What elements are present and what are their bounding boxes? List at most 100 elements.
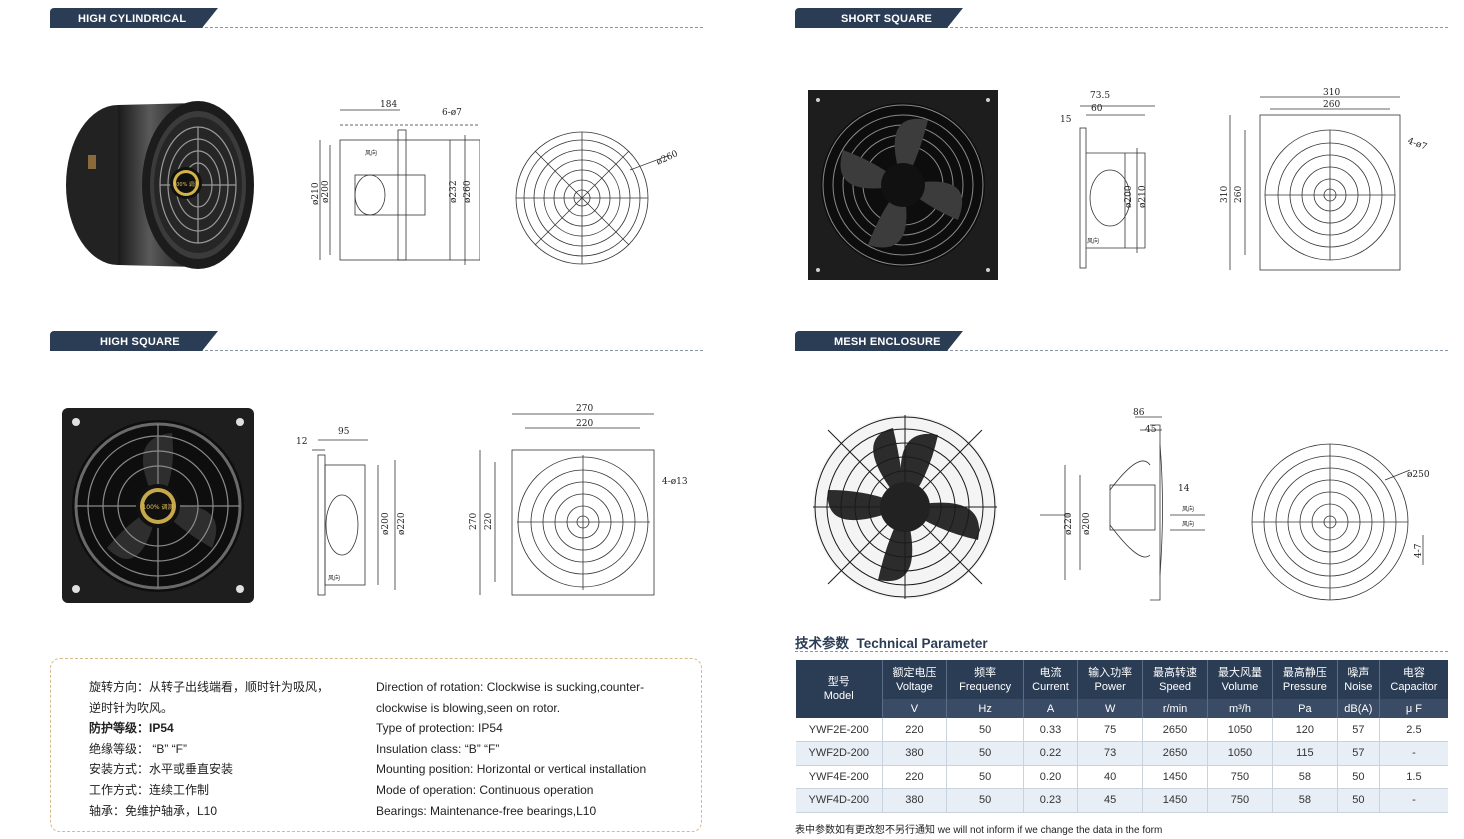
dim-label: 15 <box>1060 115 1072 125</box>
table-cell: YWF2E-200 <box>796 718 883 742</box>
table-cell: 50 <box>946 788 1024 813</box>
section-title: SHORT SQUARE <box>795 8 963 28</box>
header-cn: 型号 <box>827 676 850 688</box>
table-cell: 380 <box>882 788 948 813</box>
table-cell: 0.33 <box>1023 718 1079 742</box>
header-en: Pressure <box>1282 680 1327 693</box>
note-line: 安装方式：水平或垂直安装 <box>89 762 234 777</box>
section-title: HIGH CYLINDRICAL <box>50 8 218 28</box>
airflow-label: 风向 <box>1087 237 1099 245</box>
section-header-short-square: SHORT SQUARE <box>795 8 1448 28</box>
table-cell: - <box>1379 741 1448 766</box>
table-cell: 750 <box>1207 765 1273 789</box>
dim-label: ø260 <box>655 149 680 168</box>
specification-notes-box: 旋转方向：从转子出线端看，顺时针为吸风， 逆时针为吹风。 防护等级：IP54 绝… <box>50 658 702 832</box>
mesh-enclosure-front-view-drawing: ø250 4-7 <box>1251 443 1430 601</box>
table-cell: 1050 <box>1207 741 1273 766</box>
note-line: Mounting position: Horizontal or vertica… <box>376 762 647 777</box>
specification-notes-cn: 旋转方向：从转子出线端看，顺时针为吸风， 逆时针为吹风。 防护等级：IP54 绝… <box>89 677 329 821</box>
high-cylindrical-fan-photo: 100% 调测 <box>66 101 254 269</box>
dim-label: ø210 <box>311 182 321 205</box>
dim-label: 60 <box>1091 104 1103 114</box>
dim-label: 220 <box>484 513 494 530</box>
header-cn: 电流 <box>1039 666 1062 679</box>
note-line: 逆时针为吹风。 <box>89 700 174 715</box>
note-line: Type of protection: IP54 <box>376 721 503 736</box>
note-line: Direction of rotation: Clockwise is suck… <box>376 680 645 694</box>
header-en: Current <box>1032 680 1069 693</box>
table-cell: 1450 <box>1142 765 1208 789</box>
table-row: YWF4E-200 220 50 0.20 40 1450 750 58 50 … <box>796 765 1448 789</box>
header-en: Speed <box>1159 680 1191 693</box>
dim-label: ø210 <box>1138 185 1148 208</box>
section-header-mesh-enclosure: MESH ENCLOSURE <box>795 331 1448 351</box>
dim-label: 4-7 <box>1414 543 1424 558</box>
dim-label: ø220 <box>397 512 407 535</box>
note-line: Insulation class: “B” “F” <box>376 741 500 756</box>
high-square-side-view-drawing: 95 12 ø200 ø220 风向 <box>296 427 407 596</box>
tech-parameter-title: 技术参数 Technical Parameter <box>795 632 988 652</box>
divider <box>795 27 1448 28</box>
table-units-row: V Hz A W r/min m³/h Pa dB(A) μ F <box>796 699 1448 718</box>
table-cell: 2650 <box>1142 741 1208 766</box>
table-row: YWF2E-200 220 50 0.33 75 2650 1050 120 5… <box>796 718 1448 742</box>
dim-label: ø200 <box>1124 185 1134 208</box>
header-en: Capacitor <box>1390 680 1438 693</box>
table-cell: 0.22 <box>1023 741 1079 766</box>
dim-label: 184 <box>380 100 397 110</box>
table-cell: YWF4D-200 <box>796 788 883 813</box>
dim-label: ø250 <box>1407 470 1430 480</box>
table-cell: 50 <box>946 741 1024 766</box>
note-line: 工作方式：连续工作制 <box>89 782 210 797</box>
table-cell: - <box>1379 788 1448 813</box>
header-cn: 额定电压 <box>892 666 937 679</box>
specification-notes-en: Direction of rotation: Clockwise is suck… <box>376 677 646 821</box>
header-cn: 输入功率 <box>1088 666 1133 679</box>
table-cell: 50 <box>1337 788 1380 813</box>
header-en: Frequency <box>959 680 1012 693</box>
unit-cell: μ F <box>1379 699 1448 718</box>
table-cell: 1050 <box>1207 718 1273 742</box>
unit-cell: Pa <box>1272 699 1338 718</box>
dim-label: 270 <box>469 513 479 530</box>
note-line: 防护等级：IP54 <box>89 721 174 736</box>
dim-label: 45 <box>1145 425 1157 435</box>
note-line: 轴承：免维护轴承，L10 <box>89 803 218 818</box>
mesh-enclosure-side-view-drawing: 86 45 14 ø220 ø200 风向 风向 <box>1040 408 1205 601</box>
table-cell: 380 <box>882 741 948 766</box>
dim-label: 14 <box>1178 484 1190 494</box>
table-cell: 115 <box>1272 741 1338 766</box>
dim-label: 220 <box>576 419 593 429</box>
airflow-label: 风向 <box>1182 520 1194 528</box>
unit-cell: r/min <box>1142 699 1208 718</box>
header-en: Volume <box>1221 680 1259 693</box>
table-footnote: 表中参数如有更改恕不另行通知 we will not inform if we … <box>795 825 1163 836</box>
high-cylindrical-side-view-drawing: 184 6-ø7 ø210 ø200 ø232 ø260 风向 <box>311 100 480 265</box>
dim-label: 95 <box>338 427 350 437</box>
dim-label: 86 <box>1133 408 1145 418</box>
note-line: Mode of operation: Continuous operation <box>376 782 594 797</box>
table-cell: 50 <box>946 765 1024 789</box>
table-cell: 220 <box>882 718 948 742</box>
high-square-front-view-drawing: 270 220 270 220 4-ø13 <box>469 404 688 596</box>
header-en: Voltage <box>896 680 933 693</box>
table-cell: 2650 <box>1142 718 1208 742</box>
dim-label: ø200 <box>381 512 391 535</box>
unit-cell: V <box>882 699 948 718</box>
dim-label: 4-ø13 <box>662 477 688 487</box>
table-cell: 750 <box>1207 788 1273 813</box>
section-header-high-cylindrical: HIGH CYLINDRICAL <box>50 8 703 28</box>
badge-text: 100% 调测 <box>173 181 199 188</box>
section-title: MESH ENCLOSURE <box>795 331 963 351</box>
divider <box>50 27 703 28</box>
dim-label: 6-ø7 <box>442 108 462 118</box>
divider <box>50 350 703 351</box>
table-cell: 40 <box>1077 765 1144 789</box>
table-cell: 58 <box>1272 765 1338 789</box>
